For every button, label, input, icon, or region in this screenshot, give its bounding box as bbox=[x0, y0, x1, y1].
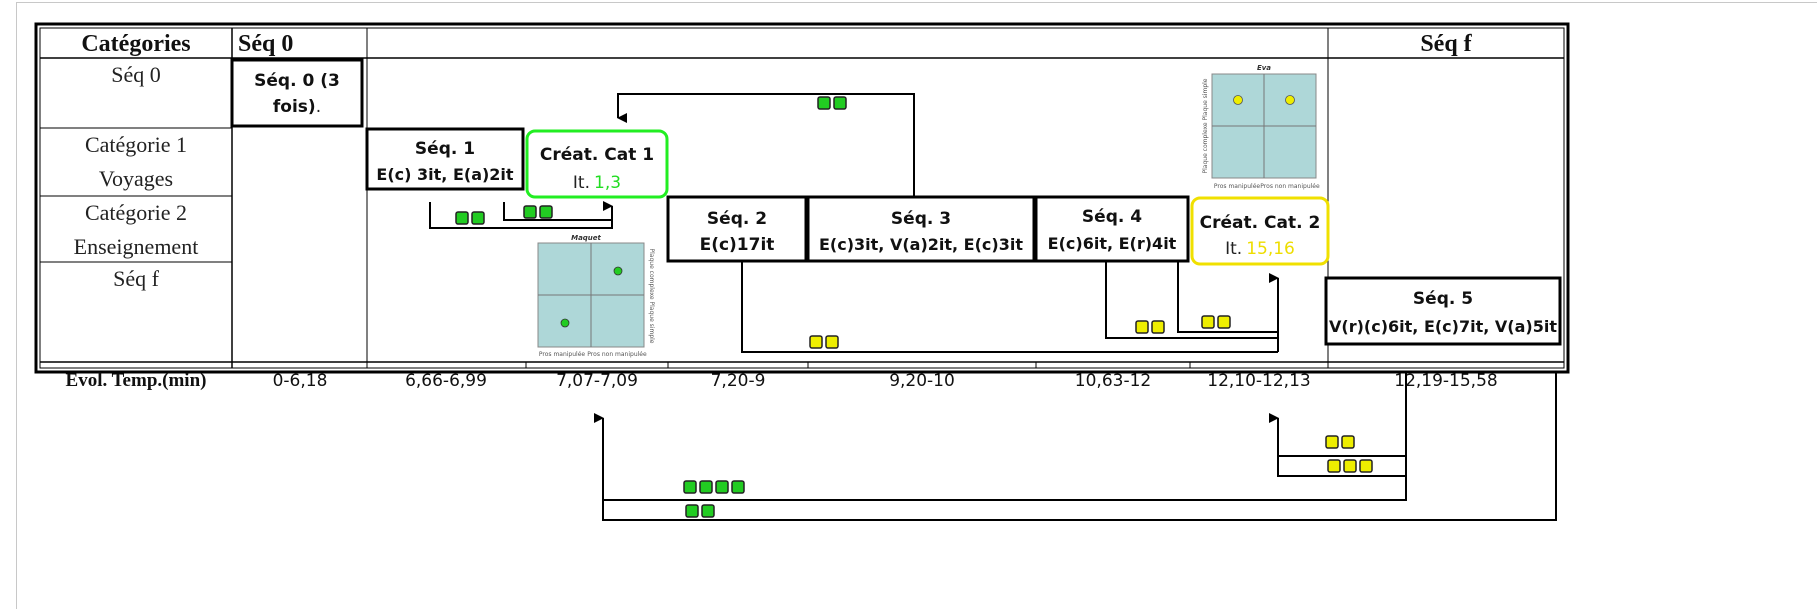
marker-green-square bbox=[684, 481, 696, 493]
time-cell-5: 9,20-10 bbox=[889, 371, 955, 391]
connector-seq5-to-cat2-b bbox=[1278, 456, 1406, 476]
box-seq5-detail: V(r)(c)6it, E(c)7it, V(a)5it bbox=[1329, 317, 1557, 336]
map-maquette-bottom-left: Pros manipulée bbox=[539, 351, 586, 358]
map-eva-title: Eva bbox=[1257, 64, 1271, 72]
box-seq0-line2: fois). bbox=[273, 97, 321, 117]
time-cell-6: 10,63-12 bbox=[1075, 371, 1151, 391]
box-creat-cat1-it-value: 1,3 bbox=[594, 173, 621, 193]
time-cell-2: 6,66-6,99 bbox=[405, 371, 487, 391]
time-cell-1: 0-6,18 bbox=[273, 371, 328, 391]
time-cell-3: 7,07-7,09 bbox=[556, 371, 638, 391]
box-creat-cat2: Créat. Cat. 2 It.15,16 bbox=[1192, 198, 1328, 264]
map-maquette-title: Maquet bbox=[571, 234, 601, 242]
map-eva: Eva Pros manipulée Pros non manipulée Pl… bbox=[1202, 64, 1320, 190]
marker-yellow-square bbox=[1342, 436, 1354, 448]
time-row-label: Evol. Temp.(min) bbox=[66, 370, 207, 391]
box-seq1-title: Séq. 1 bbox=[415, 139, 475, 159]
marker-green-square bbox=[700, 481, 712, 493]
box-seq5: Séq. 5 V(r)(c)6it, E(c)7it, V(a)5it bbox=[1326, 278, 1560, 344]
box-seq2: Séq. 2 E(c)17it bbox=[668, 197, 806, 261]
box-creat-cat1: Créat. Cat 1 It.1,3 bbox=[527, 131, 667, 197]
time-cell-4: 7,20-9 bbox=[711, 371, 766, 391]
marker-green-square bbox=[472, 212, 484, 224]
marker-green-square bbox=[716, 481, 728, 493]
map-maquette-bottom-right: Pros non manipulée bbox=[587, 351, 647, 358]
map-eva-side: Plaque complexe Plaque simple bbox=[1202, 78, 1209, 173]
marker-green-square bbox=[818, 97, 830, 109]
marker-green-square bbox=[702, 505, 714, 517]
box-creat-cat2-it-prefix: It. bbox=[1225, 239, 1242, 259]
box-seq1: Séq. 1 E(c) 3it, E(a)2it bbox=[367, 129, 523, 189]
header-seqf: Séq f bbox=[1420, 31, 1472, 57]
map-eva-bottom-left: Pros manipulée bbox=[1214, 183, 1261, 190]
box-seq4-detail: E(c)6it, E(r)4it bbox=[1048, 234, 1177, 253]
marker-yellow-square bbox=[1152, 321, 1164, 333]
box-seq2-detail: E(c)17it bbox=[700, 235, 775, 255]
marker-yellow-square bbox=[810, 336, 822, 348]
row-label-seq0: Séq 0 bbox=[111, 62, 161, 87]
map-maquette-marker-1 bbox=[614, 267, 622, 275]
map-eva-marker-1 bbox=[1234, 96, 1243, 105]
connector-seq4-to-creat2-a bbox=[1106, 262, 1278, 338]
box-seq4: Séq. 4 E(c)6it, E(r)4it bbox=[1036, 197, 1188, 261]
marker-yellow-square bbox=[826, 336, 838, 348]
marker-green-square bbox=[686, 505, 698, 517]
box-creat-cat2-iter: It.15,16 bbox=[1225, 239, 1295, 259]
time-cell-7: 12,10-12,13 bbox=[1207, 371, 1310, 391]
box-seq0: Séq. 0 (3 fois). bbox=[232, 60, 362, 126]
connector-seq5-to-cat1-b bbox=[603, 372, 1556, 520]
marker-yellow-square bbox=[1218, 316, 1230, 328]
box-seq0-line1: Séq. 0 (3 bbox=[254, 71, 340, 91]
marker-green-square bbox=[732, 481, 744, 493]
header-categories: Catégories bbox=[81, 31, 190, 57]
marker-green-square bbox=[456, 212, 468, 224]
box-creat-cat1-iter: It.1,3 bbox=[573, 173, 621, 193]
box-seq5-title: Séq. 5 bbox=[1413, 289, 1473, 309]
box-seq3: Séq. 3 E(c)3it, V(a)2it, E(c)3it bbox=[808, 197, 1034, 261]
box-seq3-detail: E(c)3it, V(a)2it, E(c)3it bbox=[819, 235, 1023, 254]
header-seq0: Séq 0 bbox=[238, 31, 293, 57]
box-creat-cat2-it-value: 15,16 bbox=[1246, 239, 1295, 259]
box-creat-cat1-title: Créat. Cat 1 bbox=[540, 145, 654, 165]
marker-yellow-square bbox=[1360, 460, 1372, 472]
connector-seq1-loop-b bbox=[504, 202, 612, 220]
box-seq1-detail: E(c) 3it, E(a)2it bbox=[376, 165, 513, 184]
map-maquette-side: Plaque complexe Plaque simple bbox=[648, 249, 655, 344]
box-seq0-line2-dot: . bbox=[316, 97, 321, 117]
map-maquette-marker-2 bbox=[561, 319, 569, 327]
marker-green-square bbox=[834, 97, 846, 109]
marker-green-square bbox=[540, 206, 552, 218]
row-label-cat1: Catégorie 1 bbox=[85, 132, 187, 157]
map-maquette: Maquet Pros manipulée Pros non manipulée… bbox=[538, 234, 655, 358]
marker-yellow-square bbox=[1344, 460, 1356, 472]
marker-yellow-square bbox=[1326, 436, 1338, 448]
box-seq4-title: Séq. 4 bbox=[1082, 207, 1142, 227]
marker-yellow-square bbox=[1328, 460, 1340, 472]
marker-yellow-square bbox=[1136, 321, 1148, 333]
row-label-cat2: Catégorie 2 bbox=[85, 200, 187, 225]
row-label-cat2-name: Enseignement bbox=[74, 234, 199, 259]
time-cell-8: 12,19-15,58 bbox=[1394, 371, 1497, 391]
map-eva-bottom-right: Pros non manipulée bbox=[1260, 183, 1320, 190]
box-creat-cat1-it-prefix: It. bbox=[573, 173, 590, 193]
box-seq0-line2-bold: fois) bbox=[273, 97, 316, 117]
box-seq2-title: Séq. 2 bbox=[707, 209, 767, 229]
box-seq3-title: Séq. 3 bbox=[891, 209, 951, 229]
row-label-seqf: Séq f bbox=[113, 266, 160, 291]
map-eva-marker-2 bbox=[1286, 96, 1295, 105]
marker-green-square bbox=[524, 206, 536, 218]
row-label-cat1-name: Voyages bbox=[99, 166, 173, 191]
marker-yellow-square bbox=[1202, 316, 1214, 328]
box-creat-cat2-title: Créat. Cat. 2 bbox=[1200, 213, 1321, 233]
